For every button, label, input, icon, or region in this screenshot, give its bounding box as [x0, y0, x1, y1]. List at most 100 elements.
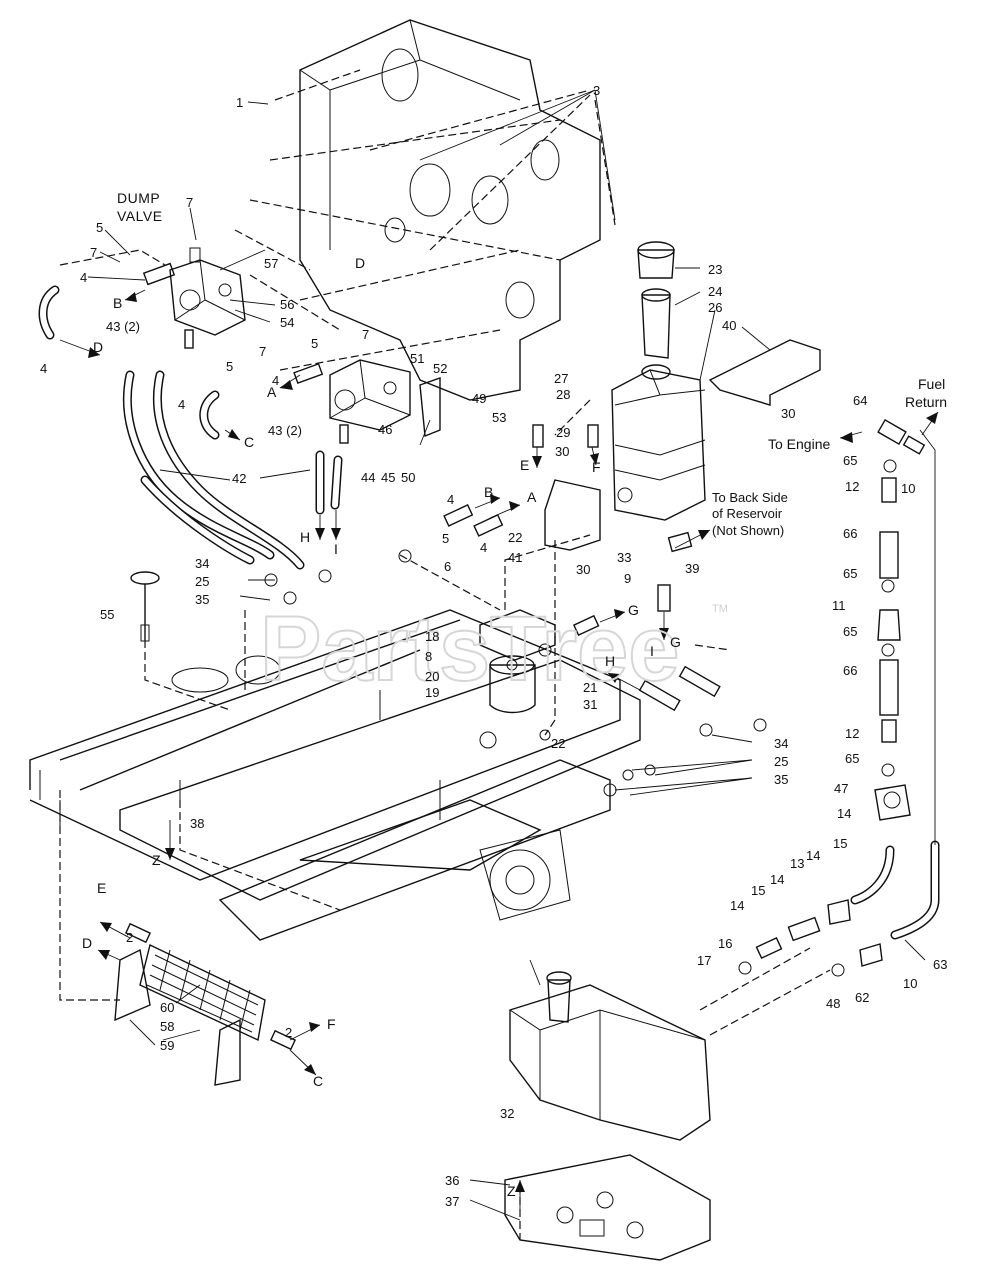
- back-side-label-line1: To Back Side: [712, 490, 788, 505]
- callout-57: 57: [264, 256, 278, 271]
- connection-letter-a: A: [527, 489, 537, 505]
- callout-19: 19: [425, 685, 439, 700]
- callout-48: 48: [826, 996, 840, 1011]
- fuel-hose-short: [881, 477, 897, 503]
- callout-12: 12: [845, 479, 859, 494]
- connection-letter-c: C: [313, 1073, 323, 1089]
- callout-10: 10: [901, 481, 915, 496]
- callout-33: 33: [617, 550, 631, 565]
- callout-36: 36: [445, 1173, 459, 1188]
- connection-letter-z: Z: [152, 852, 161, 868]
- callout-31: 31: [583, 697, 597, 712]
- fuel-hose-15b: [787, 916, 821, 942]
- callout-35: 35: [195, 592, 209, 607]
- callout-21: 21: [583, 680, 597, 695]
- callout-40: 40: [722, 318, 736, 333]
- callout-20: 20: [425, 669, 439, 684]
- callout-7: 7: [259, 344, 266, 359]
- callout-7: 7: [362, 327, 369, 342]
- callout-26: 26: [708, 300, 722, 315]
- callout-34: 34: [195, 556, 209, 571]
- leader-lines: [87, 89, 926, 1221]
- callout-25: 25: [774, 754, 788, 769]
- callout-24: 24: [708, 284, 722, 299]
- callout-9: 9: [624, 571, 631, 586]
- callout-3: 3: [593, 83, 600, 98]
- callout-41: 41: [508, 550, 522, 565]
- connection-letter-d: D: [355, 255, 365, 271]
- callout-13: 13: [790, 856, 804, 871]
- pump-bracket: [419, 377, 441, 437]
- hydraulic-hoses: [122, 370, 343, 570]
- callout-5: 5: [311, 336, 318, 351]
- callout-51: 51: [410, 351, 424, 366]
- callout-32: 32: [500, 1106, 514, 1121]
- callout-65: 65: [843, 453, 857, 468]
- fuel-check-valve: [859, 943, 883, 967]
- connection-letter-b: B: [484, 484, 493, 500]
- callout-59: 59: [160, 1038, 174, 1053]
- callout-15: 15: [833, 836, 847, 851]
- callout-5: 5: [96, 220, 103, 235]
- fuel-return-label-line2: Return: [905, 394, 947, 410]
- callout-47: 47: [834, 781, 848, 796]
- callout-4: 4: [40, 361, 47, 376]
- dump-valve-label-line1: DUMP: [117, 190, 160, 206]
- callout-16: 16: [718, 936, 732, 951]
- fuel-tee: [827, 899, 851, 925]
- back-side-label-line2: of Reservoir: [712, 506, 783, 521]
- callout-29: 29: [556, 425, 570, 440]
- callout-2: 2: [126, 930, 133, 945]
- oil-cooler: [114, 943, 266, 1086]
- callout-10: 10: [903, 976, 917, 991]
- callout-65: 65: [845, 751, 859, 766]
- callout-14: 14: [730, 898, 744, 913]
- callout-23: 23: [708, 262, 722, 277]
- connection-letter-e: E: [97, 880, 106, 896]
- callout-55: 55: [100, 607, 114, 622]
- to-engine-label: To Engine: [768, 436, 830, 452]
- callout-4: 4: [272, 373, 279, 388]
- callout-49: 49: [472, 391, 486, 406]
- callout-28: 28: [556, 387, 570, 402]
- callout-43: 43 (2): [268, 423, 302, 438]
- callout-4: 4: [480, 540, 487, 555]
- fuel-filter: [877, 609, 901, 641]
- back-side-label-line3: (Not Shown): [712, 523, 784, 538]
- fuel-hose-short-2: [881, 719, 897, 743]
- dump-valve-label-line2: VALVE: [117, 208, 163, 224]
- fuel-pump: [874, 784, 911, 821]
- callout-7: 7: [186, 195, 193, 210]
- callout-14: 14: [837, 806, 851, 821]
- hydraulic-pump-with-dump-valve: [169, 247, 246, 336]
- callout-15: 15: [751, 883, 765, 898]
- callout-18: 18: [425, 629, 439, 644]
- hydraulic-fittings: [124, 262, 926, 1051]
- fuel-tank-cover-plate: [504, 1154, 711, 1261]
- callout-4: 4: [80, 270, 87, 285]
- connection-letter-c: C: [244, 434, 254, 450]
- callout-42: 42: [232, 471, 246, 486]
- reservoir-cap: [637, 249, 675, 279]
- callout-35: 35: [774, 772, 788, 787]
- connection-letter-e: E: [520, 457, 529, 473]
- oil-filter-assembly: [479, 609, 556, 714]
- connection-letter-i: I: [334, 541, 338, 557]
- dipstick: [130, 571, 160, 642]
- callout-7: 7: [90, 245, 97, 260]
- oil-filter: [489, 664, 536, 714]
- callout-56: 56: [280, 297, 294, 312]
- fuel-return-label-line1: Fuel: [918, 376, 945, 392]
- callout-30: 30: [576, 562, 590, 577]
- callout-53: 53: [492, 410, 506, 425]
- callout-2: 2: [285, 1025, 292, 1040]
- callout-25: 25: [195, 574, 209, 589]
- callout-63: 63: [933, 957, 947, 972]
- callout-8: 8: [425, 649, 432, 664]
- connection-letter-d: D: [82, 935, 92, 951]
- callout-22: 22: [508, 530, 522, 545]
- connection-letter-g: G: [670, 634, 681, 650]
- callout-30: 30: [781, 406, 795, 421]
- callout-66: 66: [843, 526, 857, 541]
